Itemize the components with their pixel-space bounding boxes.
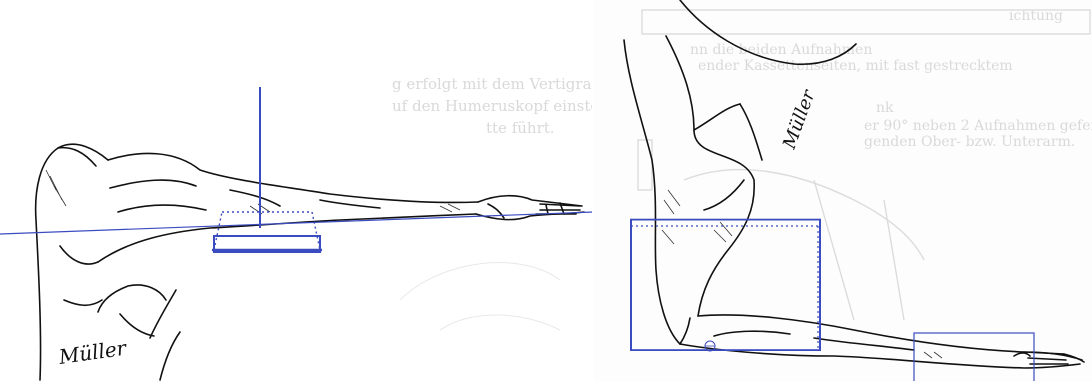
film-plate-rectangle-elbow: [631, 220, 820, 351]
left-illustration-panel: g erfolgt mit dem Vertigraphen, indem ma…: [0, 0, 594, 381]
illustrator-signature: Müller: [779, 86, 820, 153]
bleed-through-sketch: [684, 170, 924, 260]
dotted-beam-outline: [214, 212, 320, 250]
right-illustration-panel: ichtung nn die beiden Aufnahmen ender Ka…: [594, 0, 1092, 381]
shading-hatching: [662, 190, 942, 358]
bleed-through-frame: [642, 10, 1090, 34]
outstretched-arm-drawing: Müller: [0, 0, 594, 381]
bleed-through-sketch: [400, 263, 560, 300]
illustrator-signature: Müller: [56, 336, 129, 370]
shading-hatching: [46, 170, 460, 214]
bleed-through-sketch: [814, 180, 904, 320]
bleed-through-frame: [638, 140, 652, 190]
bent-arm-drawing: Müller: [594, 0, 1092, 381]
arm-outline: [624, 0, 1084, 368]
film-plate-rectangle-hand: [914, 333, 1034, 381]
bleed-through-sketch: [440, 315, 560, 330]
horizontal-reference-line: [0, 212, 594, 234]
